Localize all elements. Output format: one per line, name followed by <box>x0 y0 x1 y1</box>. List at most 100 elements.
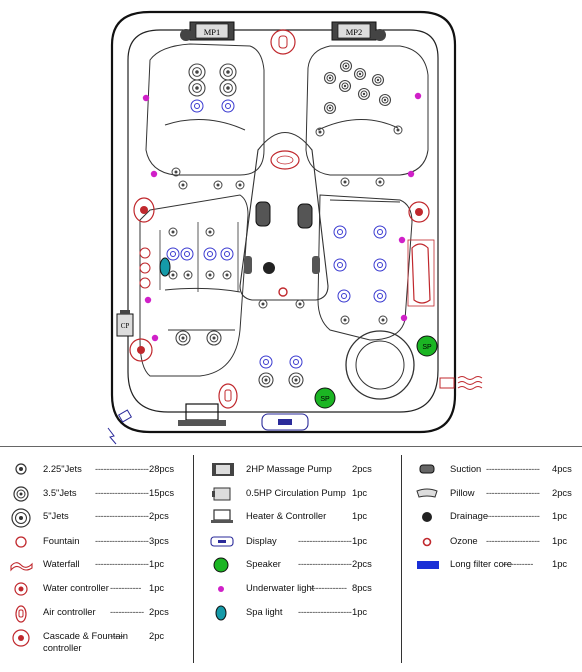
underwater-light-8 <box>151 334 159 342</box>
legend-count: 4pcs <box>552 463 572 474</box>
underwater-light-1 <box>142 94 150 102</box>
legend-row: Speaker-------------------2pcs <box>210 556 400 573</box>
legend-label: Pillow <box>450 487 475 498</box>
jet-2-25-seat-tr <box>339 59 353 73</box>
legend-label: 2HP Massage Pump <box>246 463 332 474</box>
jet-blue-lounger <box>180 247 194 261</box>
speaker-icon <box>213 557 229 573</box>
jet-small-lounger <box>168 227 178 237</box>
ozone-icon <box>422 537 432 547</box>
jet-small <box>178 180 188 190</box>
fountain-left-1 <box>139 247 151 259</box>
jet-3-5-seat-tl <box>188 79 206 97</box>
legend-count: 1pc <box>149 558 165 569</box>
underwater-light-6 <box>144 296 152 304</box>
legend-leader: ----------- <box>502 558 534 569</box>
tub-outer-shell <box>110 10 457 434</box>
legend-leader: ------------- <box>310 582 347 593</box>
jet-blue-seat-b <box>259 355 273 369</box>
jet-blue-seat-r <box>333 258 347 272</box>
suction-right <box>297 203 313 229</box>
jet-3-5-seat-tl <box>219 63 237 81</box>
jet-blue-seat-b <box>289 355 303 369</box>
pump-2-label: MP2 <box>346 27 363 37</box>
legend-count: 1pc <box>149 582 165 593</box>
jet-2-25-seat-tr <box>338 79 352 93</box>
legend-label: Cascade & Fountain <box>43 630 128 641</box>
jet-small-seat-r <box>258 299 268 309</box>
jet-3-5-seat-tl <box>219 79 237 97</box>
legend-leader: ----- <box>110 630 125 641</box>
cascade-controller-top-icon <box>270 29 296 55</box>
legend-label: Heater & Controller <box>246 510 327 521</box>
jet-2-25-seat-tr <box>357 87 371 101</box>
jet-small-seat-r <box>378 315 388 325</box>
legend-row: Drainage-------------------1pc <box>416 508 582 524</box>
jet-blue-seat-tl <box>221 99 235 113</box>
legend-label: 5"Jets <box>43 510 69 521</box>
legend-row: 0.5HP Circulation Pump 1pc <box>210 485 400 501</box>
jet-blue-seat-r <box>373 225 387 239</box>
legend-count: 1pc <box>352 487 368 498</box>
display-icon <box>210 536 234 547</box>
step-circle <box>345 330 415 400</box>
legend-leader: ------------------- <box>95 487 149 498</box>
legend-count: 2pcs <box>352 463 372 474</box>
legend-leader: ------------------- <box>486 463 540 474</box>
tub-inner-shell <box>127 29 439 413</box>
legend-label: 0.5HP Circulation Pump <box>246 487 346 498</box>
jet-3-5-seat-b <box>258 372 274 388</box>
underwater-light-icon <box>218 586 224 592</box>
legend-label: Underwater light <box>246 582 315 593</box>
legend-row: 3.5"Jets-------------------15pcs <box>10 485 190 502</box>
legend-label: Ozone <box>450 535 478 546</box>
legend-label-line-2: controller <box>43 642 82 653</box>
underwater-light-4 <box>407 170 415 178</box>
legend-label: Long filter core <box>450 558 513 569</box>
air-controller-bottom-icon <box>218 383 238 409</box>
jet-3-5-seat-bl <box>175 330 191 346</box>
legend-row: Suction ------------------- 4pcs <box>416 461 582 477</box>
water-controller-icon <box>14 582 28 596</box>
jet-5-icon <box>11 508 31 528</box>
legend-row: Pillow-------------------2pcs <box>416 485 582 501</box>
seat-right <box>317 194 413 341</box>
waterfall-icon <box>411 243 431 304</box>
jet-small <box>171 167 181 177</box>
legend-divider-2 <box>401 455 402 663</box>
lounger-left <box>139 194 249 377</box>
legend-leader: ------------------- <box>95 463 149 474</box>
jet-3-5-seat-bl <box>206 330 222 346</box>
drainage-icon <box>422 512 432 522</box>
jet-2-25-icon <box>15 463 27 475</box>
legend-row: Waterfall-------------------1pc <box>10 556 190 572</box>
legend-leader: ------------------- <box>95 510 149 521</box>
circulation-pump-icon: CP <box>116 310 134 337</box>
legend-count: 2pcs <box>149 606 169 617</box>
speaker-1-label: SP <box>422 344 432 351</box>
jet-2-25-seat-tr <box>323 101 337 115</box>
massage-pump-2-icon: MP2 <box>331 21 386 41</box>
legend-label: Suction <box>450 463 482 474</box>
jet-small <box>375 177 385 187</box>
legend-count: 1pc <box>352 606 368 617</box>
waterfall-icon <box>10 562 33 572</box>
legend-count: 2pcs <box>149 510 169 521</box>
ozone-icon <box>278 287 288 297</box>
air-controller-icon <box>15 605 27 623</box>
speaker-2-label: SP <box>320 396 330 403</box>
legend-leader: ------------------- <box>298 606 352 617</box>
legend-row: Water controller-----------1pc <box>10 580 190 596</box>
legend-count: 28pcs <box>149 463 175 474</box>
suction-left-2 <box>244 256 252 274</box>
underwater-light-2 <box>150 170 158 178</box>
legend-row: Air controller------------2pcs <box>10 604 190 623</box>
underwater-light-7 <box>400 314 408 322</box>
jet-2-25-seat-tr <box>323 71 337 85</box>
legend-row: Spa light-------------------1pc <box>210 604 400 621</box>
legend-row: Display-------------------1pc <box>210 533 400 549</box>
circulation-pump-icon <box>212 487 231 501</box>
legend-leader: ------------------- <box>298 535 352 546</box>
legend-count: 2pc <box>149 630 165 641</box>
